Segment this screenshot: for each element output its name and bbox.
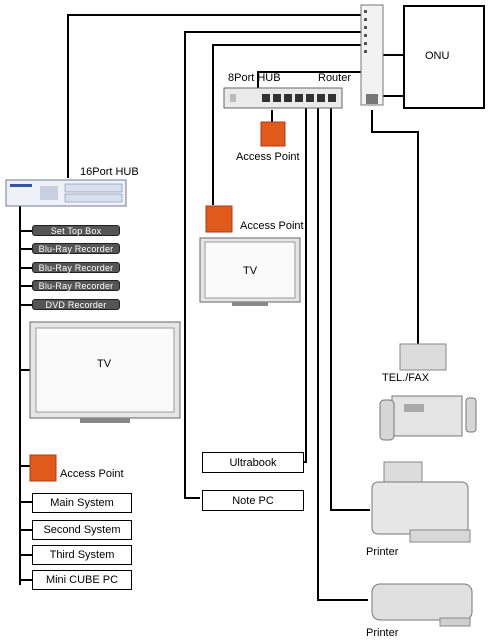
printer2-device: [371, 583, 473, 627]
hub8-device: [223, 87, 343, 109]
onu-label: ONU: [425, 50, 450, 62]
printer2-label: Printer: [366, 627, 399, 639]
router-device: [360, 4, 384, 106]
access-point-mid-device: [205, 205, 233, 233]
hub16-device: [5, 179, 127, 207]
media-item: Blu-Ray Recorder: [32, 280, 120, 291]
hub8-label: 8Port HUB: [228, 72, 281, 84]
access-point-mid-label: Access Point: [240, 220, 304, 232]
tv-left-label: TV: [97, 358, 112, 370]
media-item: Set Top Box: [32, 225, 120, 236]
tv-left-device: [29, 321, 181, 423]
tv-mid-label: TV: [243, 265, 258, 277]
media-item: DVD Recorder: [32, 299, 120, 310]
access-point-left-device: [29, 454, 57, 482]
media-item: Blu-Ray Recorder: [32, 262, 120, 273]
pc-box: Ultrabook: [202, 452, 304, 473]
telfax-device: [379, 343, 477, 441]
hub16-label: 16Port HUB: [80, 166, 139, 178]
pc-box: Main System: [32, 493, 132, 513]
tv-mid-device: [199, 237, 301, 306]
media-item: Blu-Ray Recorder: [32, 243, 120, 254]
pc-box: Mini CUBE PC: [32, 570, 132, 590]
pc-box: Note PC: [202, 490, 304, 511]
onu-box: [403, 5, 485, 109]
access-point-left-label: Access Point: [60, 468, 124, 480]
printer1-label: Printer: [366, 546, 399, 558]
pc-box: Third System: [32, 545, 132, 565]
telfax-label: TEL./FAX: [382, 372, 430, 384]
access-point-top-label: Access Point: [236, 151, 300, 163]
pc-box: Second System: [32, 520, 132, 540]
access-point-top-device: [260, 121, 286, 147]
router-label: Router: [318, 72, 352, 84]
printer1-device: [371, 461, 471, 543]
